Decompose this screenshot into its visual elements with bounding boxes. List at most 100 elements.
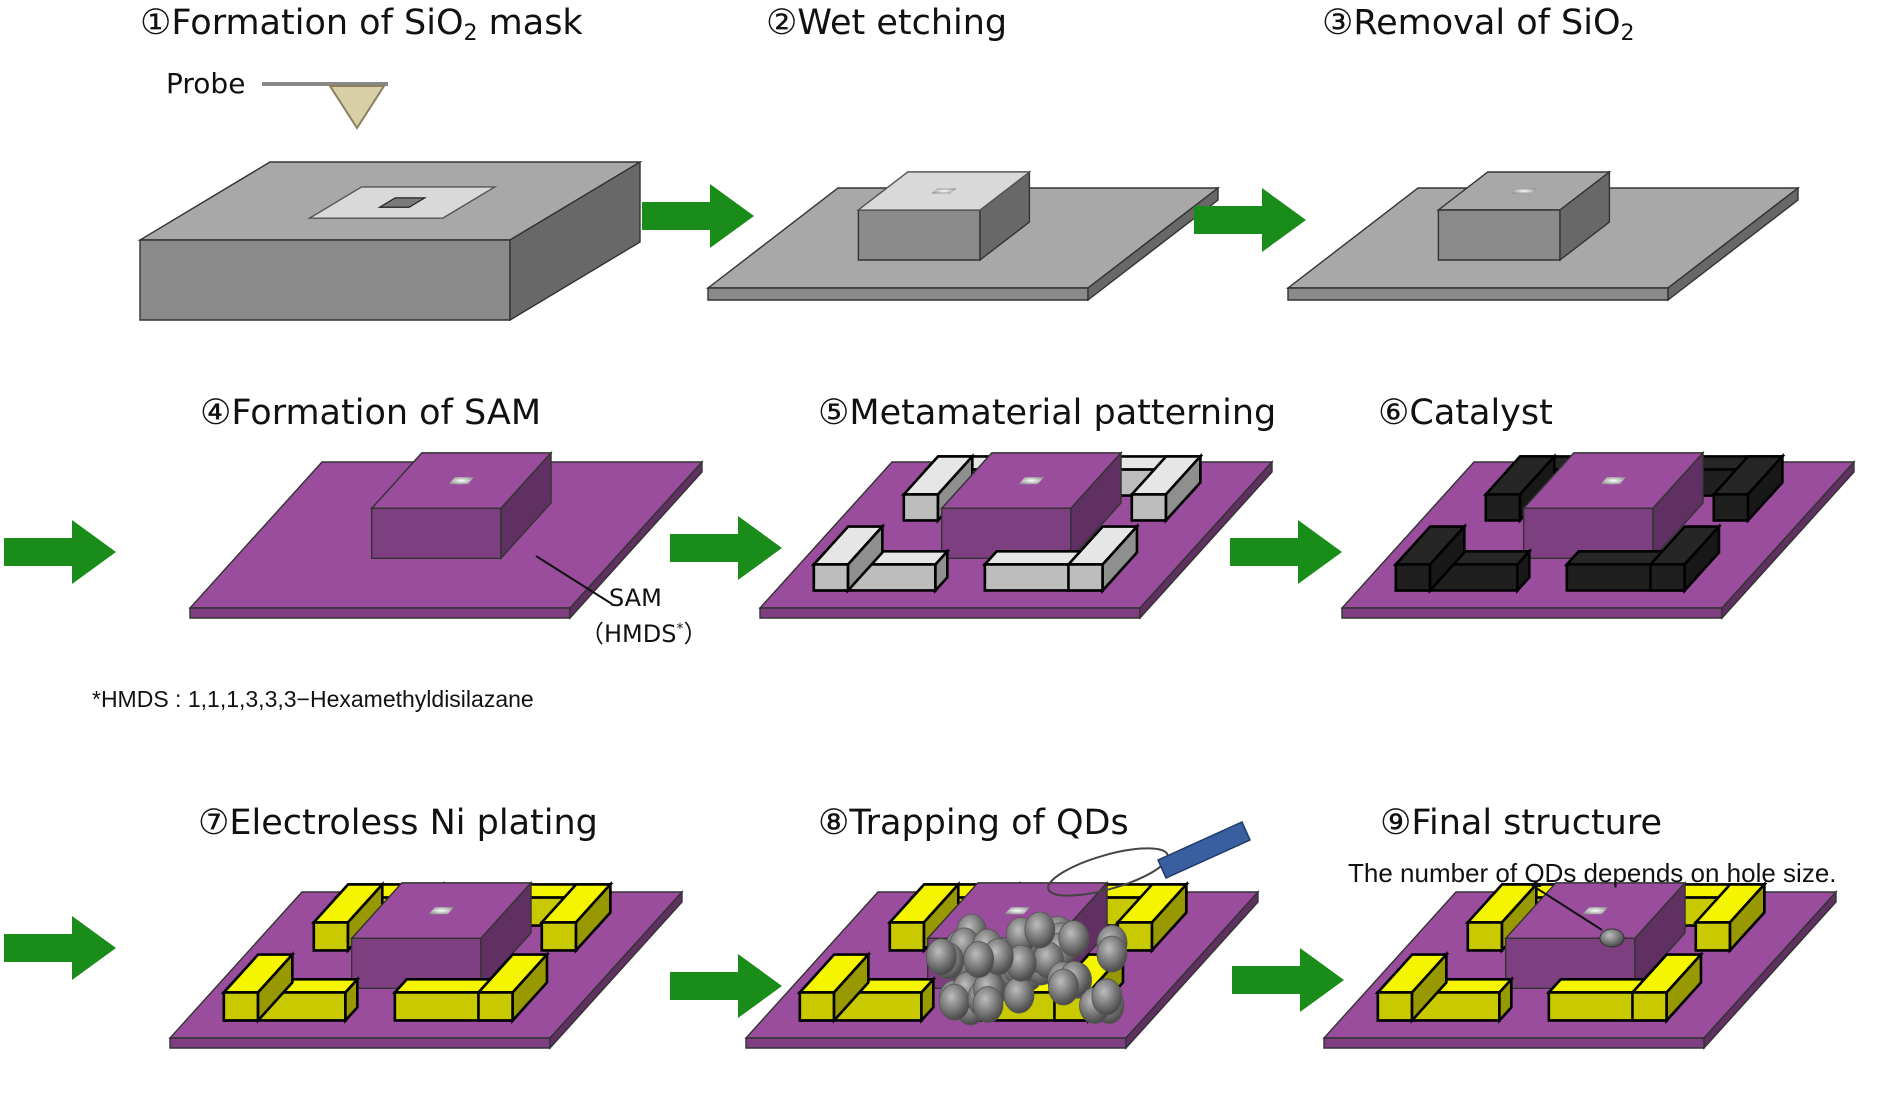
step-7-panel-pattern-back-1-1-front bbox=[540, 921, 578, 952]
step-6-panel-pattern-back-0-1 bbox=[1482, 453, 1558, 524]
sam-detail-label: （HMDS*） bbox=[580, 620, 708, 648]
step-8-panel-pattern-back-0-1-front bbox=[888, 921, 926, 952]
step-2-panel-hole bbox=[931, 188, 957, 194]
step-2-panel bbox=[705, 170, 1221, 302]
step-5-panel-pattern-front-0-1 bbox=[810, 523, 886, 594]
step-8-panel-pattern-back-1-1-side bbox=[1150, 881, 1188, 954]
step-6-panel-pattern-front-0-1 bbox=[1392, 523, 1468, 594]
quantum-dot bbox=[1058, 920, 1090, 957]
step-6-panel-pillar-side bbox=[1652, 451, 1704, 561]
step-7-panel-pattern-front-0-1-front bbox=[222, 991, 260, 1022]
arrow-right-icon-4-5-shape bbox=[670, 516, 782, 580]
step-8-panel-pattern-front-0-0-side bbox=[920, 975, 935, 1024]
step-9-panel-pattern-front-0-0-side bbox=[1498, 975, 1513, 1024]
step-6-panel-pattern-front-1-1-front bbox=[1649, 563, 1686, 592]
step-5-panel-pillar-side bbox=[1070, 451, 1122, 561]
step-6-panel-pattern-back-1-1-side bbox=[1746, 453, 1784, 524]
step-3-panel-substrate-front bbox=[1287, 287, 1669, 301]
step-3-panel-pillar-side bbox=[1559, 170, 1611, 262]
quantum-dot bbox=[972, 986, 1004, 1023]
step-9-panel-substrate-front bbox=[1323, 1037, 1705, 1049]
step-7-panel bbox=[168, 881, 684, 1050]
step-6-panel-pattern-front-1-1-side bbox=[1683, 523, 1721, 594]
step-7-panel-pillar-side bbox=[480, 881, 532, 991]
arrow-right-icon-2-3-shape bbox=[1194, 188, 1306, 252]
qd-note-leader-line bbox=[1529, 883, 1603, 931]
step-6-panel-substrate-side bbox=[1721, 460, 1855, 620]
step-5-panel-pattern-front-0-0-side bbox=[934, 547, 949, 594]
step-1-substrate-block-body bbox=[137, 160, 643, 322]
step-9-panel-pattern-back-1-1 bbox=[1692, 881, 1768, 954]
step-2-panel-pillar-front bbox=[857, 209, 981, 261]
quantum-dot bbox=[938, 983, 970, 1021]
step-7-panel-pattern-back-1-1 bbox=[538, 881, 614, 954]
step-6-panel-pattern-front-0-1-front bbox=[1394, 563, 1432, 592]
step-6-panel-pattern-front-0-0-side bbox=[1516, 547, 1531, 594]
step-5-panel-pattern-front-1-1-front bbox=[1067, 563, 1104, 592]
step-5-panel-pattern-back-1-1 bbox=[1128, 453, 1204, 524]
step-8-panel-substrate-side bbox=[1125, 890, 1259, 1050]
sam-label: SAM bbox=[609, 584, 662, 612]
step-4-panel-pillar-front bbox=[370, 507, 502, 560]
step-9-panel-hole bbox=[1582, 906, 1609, 915]
step-8-panel-hole bbox=[1004, 906, 1031, 915]
quantum-dot bbox=[1048, 968, 1079, 1006]
step-7-title: ⑦Electroless Ni plating bbox=[198, 803, 598, 843]
step-9-panel-pattern-back-0-1-front bbox=[1466, 921, 1504, 952]
step-6-panel-substrate-front bbox=[1341, 607, 1723, 619]
step-9-panel-pattern-front-0-1-front bbox=[1376, 991, 1414, 1022]
step-7-panel-pattern-front-0-1 bbox=[220, 951, 296, 1024]
step-7-panel-pattern-front-1-1-front bbox=[477, 991, 514, 1022]
step-9-panel-pattern-back-1-1-side bbox=[1728, 881, 1766, 954]
step-6-panel bbox=[1340, 451, 1856, 620]
step-7-panel-pattern-front-1-1 bbox=[475, 951, 550, 1024]
arrow-right-icon-8-9-shape bbox=[1232, 948, 1344, 1012]
step-7-panel-pattern-front-1-1-side bbox=[511, 951, 549, 1024]
step-5-panel-pattern-back-0-1-front bbox=[902, 493, 940, 522]
sam-leader-line bbox=[535, 555, 613, 605]
step-4-panel-substrate-front bbox=[189, 607, 571, 619]
step-2-panel-substrate-side bbox=[1087, 186, 1219, 302]
step-7-panel-substrate-front bbox=[169, 1037, 551, 1049]
step-9-title: ⑨Final structure bbox=[1380, 803, 1663, 843]
quantum-dot bbox=[1091, 978, 1123, 1016]
step-6-panel-pattern-front-0-1-side bbox=[1428, 523, 1466, 594]
step-9-panel-pillar-side bbox=[1634, 881, 1686, 991]
step-4-panel-substrate-side bbox=[569, 460, 703, 620]
step-7-panel-pattern-back-0-1-front bbox=[312, 921, 350, 952]
arrow-right-icon-1-2 bbox=[642, 184, 754, 248]
step-1-substrate-block bbox=[137, 82, 643, 322]
step-7-panel-pattern-front-0-1-side bbox=[256, 951, 294, 1024]
step-1-title: ①Formation of SiO2 mask bbox=[140, 3, 583, 46]
step-6-panel-pattern-back-1-1 bbox=[1710, 453, 1786, 524]
step-3-panel-hole bbox=[1511, 188, 1537, 194]
step-1-substrate-block-body-front bbox=[139, 239, 511, 321]
qd-cluster bbox=[925, 911, 1128, 1026]
step-5-panel-pattern-back-1-1-front bbox=[1130, 493, 1168, 522]
step-1-mask-opening bbox=[377, 197, 427, 208]
step-7-panel-pattern-front-0-0-side bbox=[344, 975, 359, 1024]
quantum-dot bbox=[1024, 911, 1056, 949]
step-3-panel bbox=[1285, 170, 1801, 302]
step-4-title: ④Formation of SAM bbox=[200, 393, 542, 433]
step-7-panel-hole bbox=[428, 906, 455, 915]
step-9-panel-pattern-front-1-1 bbox=[1629, 951, 1704, 1024]
arrow-right-icon-4-5 bbox=[670, 516, 782, 580]
step-5-panel bbox=[758, 451, 1274, 620]
step-8-panel-pattern-front-0-1 bbox=[796, 951, 872, 1024]
step-3-title: ③Removal of SiO2 bbox=[1322, 3, 1635, 46]
quantum-dot bbox=[1003, 976, 1035, 1014]
step-9-panel-pattern-front-0-1-side bbox=[1410, 951, 1448, 1024]
arrow-right-icon-7-8-shape bbox=[670, 954, 782, 1018]
arrow-right-icon-7-8 bbox=[670, 954, 782, 1018]
arrow-right-icon-5-6-shape bbox=[1230, 520, 1342, 584]
step-5-panel-pattern-back-1-1-side bbox=[1164, 453, 1202, 524]
step-6-panel-pattern-back-0-1-front bbox=[1484, 493, 1522, 522]
step-9-panel-pattern-back-1-1-front bbox=[1694, 921, 1732, 952]
step-5-panel-substrate-front bbox=[759, 607, 1141, 619]
step-5-panel-pattern-front-1-1 bbox=[1065, 523, 1140, 594]
step-5-title: ⑤Metamaterial patterning bbox=[818, 393, 1277, 433]
step-5-panel-substrate-side bbox=[1139, 460, 1273, 620]
